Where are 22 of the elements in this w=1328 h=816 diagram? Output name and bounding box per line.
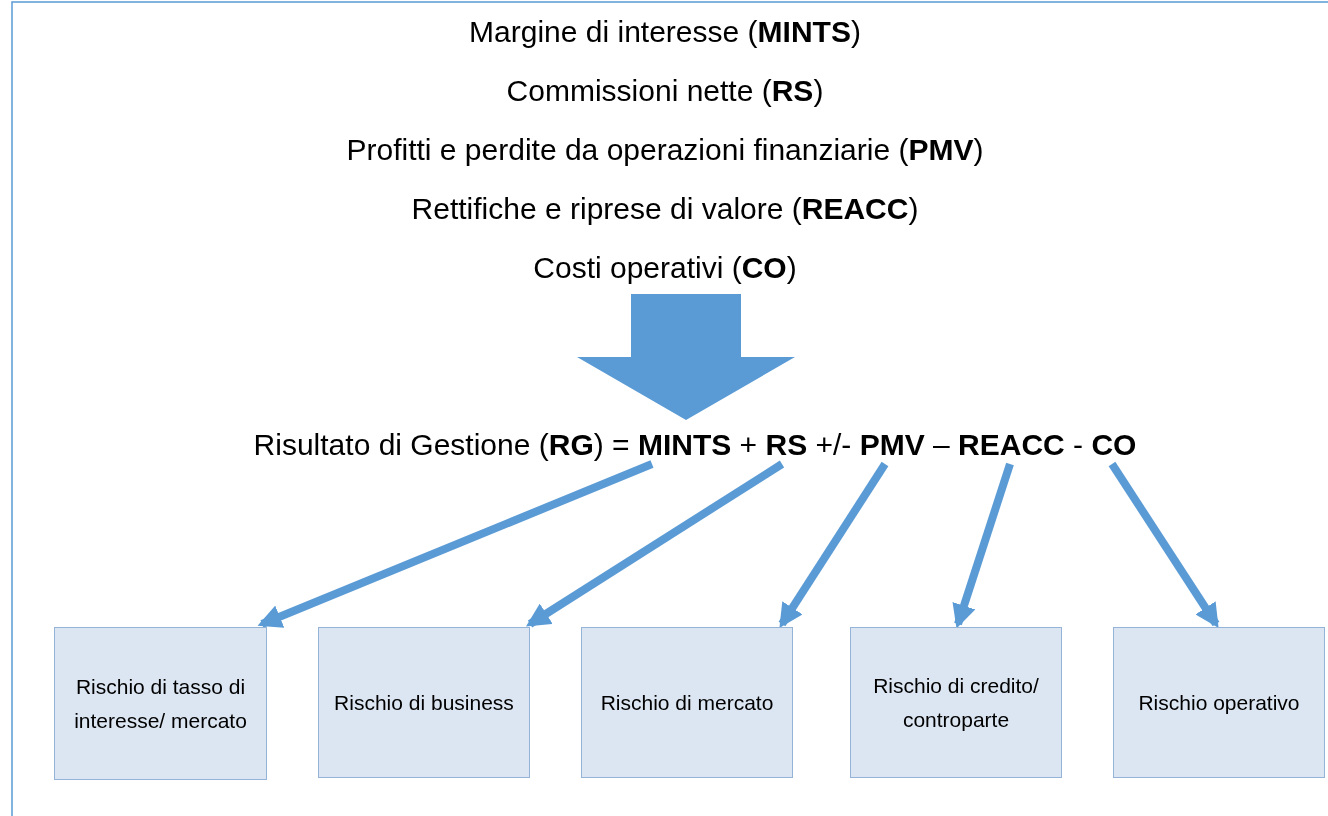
income-item-text: Commissioni nette (RS) [506, 72, 824, 109]
income-item-text: Margine di interesse (MINTS) [469, 13, 861, 50]
box-label: Rischio di tasso di interesse/ mercato [73, 673, 248, 734]
income-item-text: Costi operativi (CO) [533, 249, 797, 286]
arrow [952, 462, 1014, 629]
arrow [525, 460, 785, 628]
box-label: Rischio di credito/ controparte [872, 672, 1040, 733]
risk-box [1113, 627, 1325, 778]
box-label: Rischio di mercato [599, 689, 775, 716]
block-arrow [577, 294, 795, 420]
income-item-text: Profitti e perdite da operazioni finanziarie (PMV) [346, 131, 984, 168]
income-item-text: Rettifiche e riprese di valore (REACC) [411, 190, 919, 227]
risk-box [581, 627, 793, 778]
arrow [257, 460, 654, 628]
risk-box [318, 627, 530, 778]
box-label: Rischio operativo [1137, 689, 1301, 716]
risk-box [850, 627, 1062, 778]
risk-box [54, 627, 267, 780]
formula-text: Risultato di Gestione (RG) = MINTS + RS +/- PMV – REACC - CO [253, 426, 1137, 463]
arrow [1108, 461, 1220, 628]
arrow [778, 461, 889, 629]
box-label: Rischio di business [333, 689, 515, 716]
